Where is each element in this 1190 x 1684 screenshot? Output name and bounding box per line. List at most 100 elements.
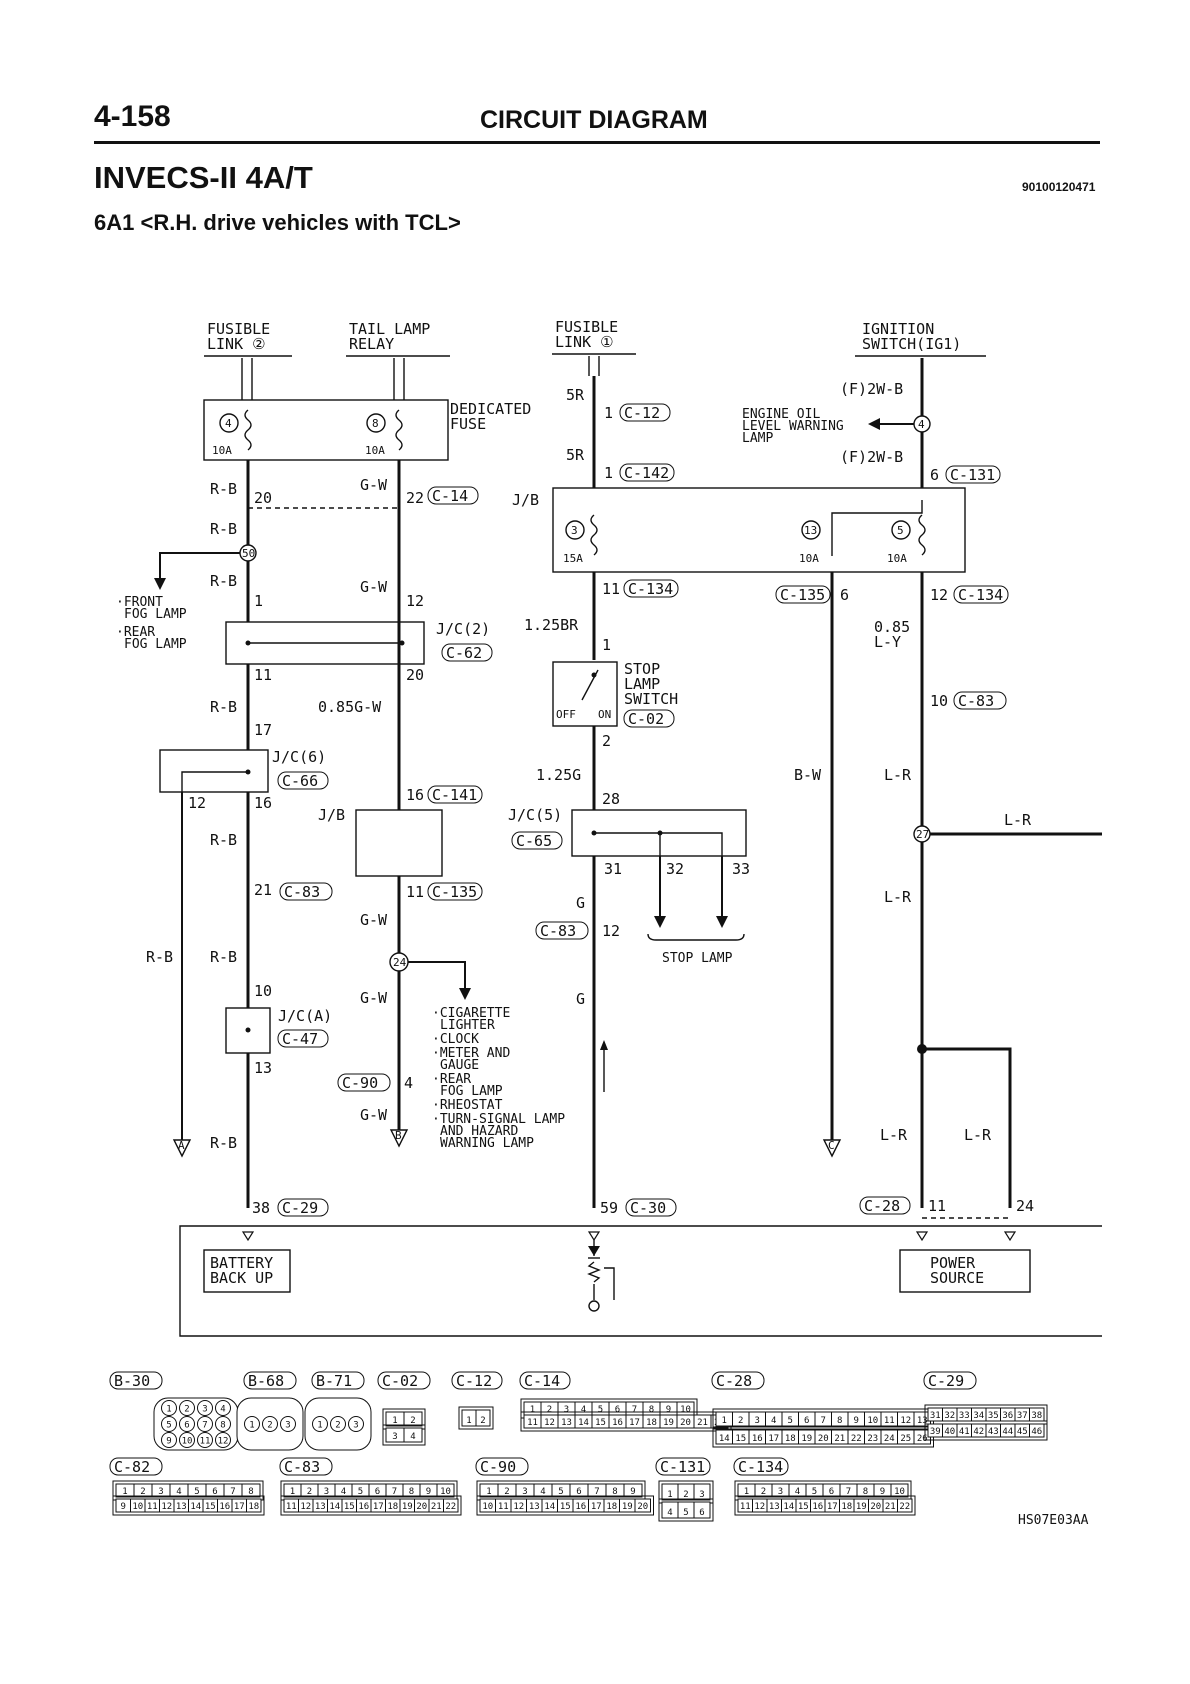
svg-text:16: 16 <box>406 786 424 804</box>
svg-text:LAMP: LAMP <box>742 431 773 446</box>
pin-label: 12 <box>161 1502 172 1512</box>
pin-label: 2 <box>547 1405 552 1415</box>
pin-label: 20 <box>870 1502 881 1512</box>
svg-text:50: 50 <box>242 547 255 560</box>
jcA-junction: J/C(A) C-47 <box>225 1007 332 1054</box>
pin-label: 14 <box>544 1502 555 1512</box>
svg-text:C-02: C-02 <box>382 1372 418 1390</box>
svg-text:SOURCE: SOURCE <box>930 1269 984 1287</box>
pin-label: 19 <box>663 1418 674 1428</box>
pin-label: 9 <box>854 1416 859 1426</box>
pin-label: 20 <box>637 1502 648 1512</box>
pin-label: 4 <box>667 1508 672 1518</box>
pin-label: 21 <box>431 1502 442 1512</box>
pin-label: 3 <box>324 1487 329 1497</box>
pin-label: 36 <box>1002 1411 1013 1421</box>
svg-text:C-02: C-02 <box>628 710 664 728</box>
pin-label: 15 <box>560 1502 571 1512</box>
pin-label: 1 <box>486 1487 491 1497</box>
svg-text:POWER: POWER <box>930 1254 976 1272</box>
svg-text:C-131: C-131 <box>950 466 995 484</box>
pin-label: 14 <box>578 1418 589 1428</box>
pin-label: 43 <box>988 1427 999 1437</box>
pin-label: 21 <box>834 1434 845 1444</box>
pin-label: 32 <box>944 1411 955 1421</box>
pin-label: 6 <box>375 1487 380 1497</box>
pin-label: 2 <box>738 1416 743 1426</box>
svg-text:28: 28 <box>602 790 620 808</box>
jc6-junction: J/C(6) C-66 <box>159 748 329 793</box>
pin-label: 3 <box>522 1487 527 1497</box>
svg-text:27: 27 <box>916 828 929 841</box>
pin-label: 18 <box>646 1418 657 1428</box>
pin-label: 7 <box>202 1421 207 1431</box>
fog-lamp-destinations: ·FRONT FOG LAMP ·REAR FOG LAMP <box>116 595 187 652</box>
svg-text:5R: 5R <box>566 446 585 464</box>
svg-text:FUSIBLE: FUSIBLE <box>207 320 270 338</box>
pin-label: 18 <box>841 1502 852 1512</box>
svg-text:BATTERY: BATTERY <box>210 1254 273 1272</box>
pin-label: 3 <box>699 1490 704 1500</box>
svg-text:4: 4 <box>225 417 232 430</box>
pin-label: 18 <box>387 1502 398 1512</box>
svg-text:C-14: C-14 <box>524 1372 560 1390</box>
pin-label: 9 <box>630 1487 635 1497</box>
svg-text:B-71: B-71 <box>316 1372 352 1390</box>
jb-box: J/B 3 15A 13 10A 5 10A <box>512 487 966 573</box>
pin-label: 8 <box>837 1416 842 1426</box>
pin-label: 8 <box>248 1487 253 1497</box>
pin-label: 5 <box>194 1487 199 1497</box>
svg-text:4: 4 <box>918 418 925 431</box>
svg-text:11: 11 <box>928 1197 946 1215</box>
pin-label: 3 <box>755 1416 760 1426</box>
pin-label: 13 <box>561 1418 572 1428</box>
svg-text:24: 24 <box>1016 1197 1034 1215</box>
svg-text:15A: 15A <box>563 552 583 565</box>
svg-text:11: 11 <box>602 580 620 598</box>
pin-label: 17 <box>234 1502 245 1512</box>
pin-label: 15 <box>344 1502 355 1512</box>
svg-text:C-142: C-142 <box>624 464 669 482</box>
svg-text:·REAR: ·REAR <box>116 625 155 640</box>
pin-label: 1 <box>466 1416 471 1426</box>
svg-text:G: G <box>576 894 585 912</box>
pin-label: 2 <box>683 1490 688 1500</box>
svg-text:RELAY: RELAY <box>349 335 394 353</box>
svg-text:L-R: L-R <box>884 766 912 784</box>
svg-text:ON: ON <box>598 708 611 721</box>
pin-label: 13 <box>176 1502 187 1512</box>
pin-label: 7 <box>846 1487 851 1497</box>
svg-text:8: 8 <box>372 417 379 430</box>
svg-text:TAIL LAMP: TAIL LAMP <box>349 320 430 338</box>
pin-label: 33 <box>959 1411 970 1421</box>
svg-text:C-30: C-30 <box>630 1199 666 1217</box>
svg-text:6: 6 <box>840 586 849 604</box>
source-ignition-switch: IGNITION SWITCH(IG1) <box>855 320 986 357</box>
pin-label: 1 <box>530 1405 535 1415</box>
svg-text:L-R: L-R <box>880 1126 908 1144</box>
svg-text:31: 31 <box>604 860 622 878</box>
pin-label: 4 <box>540 1487 545 1497</box>
page-number: 4-158 <box>94 100 171 133</box>
pin-label: 2 <box>140 1487 145 1497</box>
pin-label: 7 <box>594 1487 599 1497</box>
svg-text:A: A <box>178 1139 185 1152</box>
svg-text:FUSIBLE: FUSIBLE <box>555 318 618 336</box>
header-rule <box>94 141 1100 144</box>
jc2-junction: J/C(2) C-62 <box>225 620 493 665</box>
svg-text:0.85: 0.85 <box>874 618 910 636</box>
svg-text:·CLOCK: ·CLOCK <box>432 1032 479 1047</box>
wire-stop-lamp: 5R 1 C-12 5R 1 C-142 11 C-134 1.25BR 1 O… <box>508 356 750 1217</box>
pin-label: 8 <box>649 1405 654 1415</box>
pin-label: 3 <box>285 1421 290 1431</box>
svg-text:L-R: L-R <box>1004 811 1032 829</box>
svg-text:STOP: STOP <box>624 660 660 678</box>
svg-text:24: 24 <box>393 956 407 969</box>
svg-text:·CIGARETTE: ·CIGARETTE <box>432 1006 510 1021</box>
svg-text:C-90: C-90 <box>480 1458 516 1476</box>
